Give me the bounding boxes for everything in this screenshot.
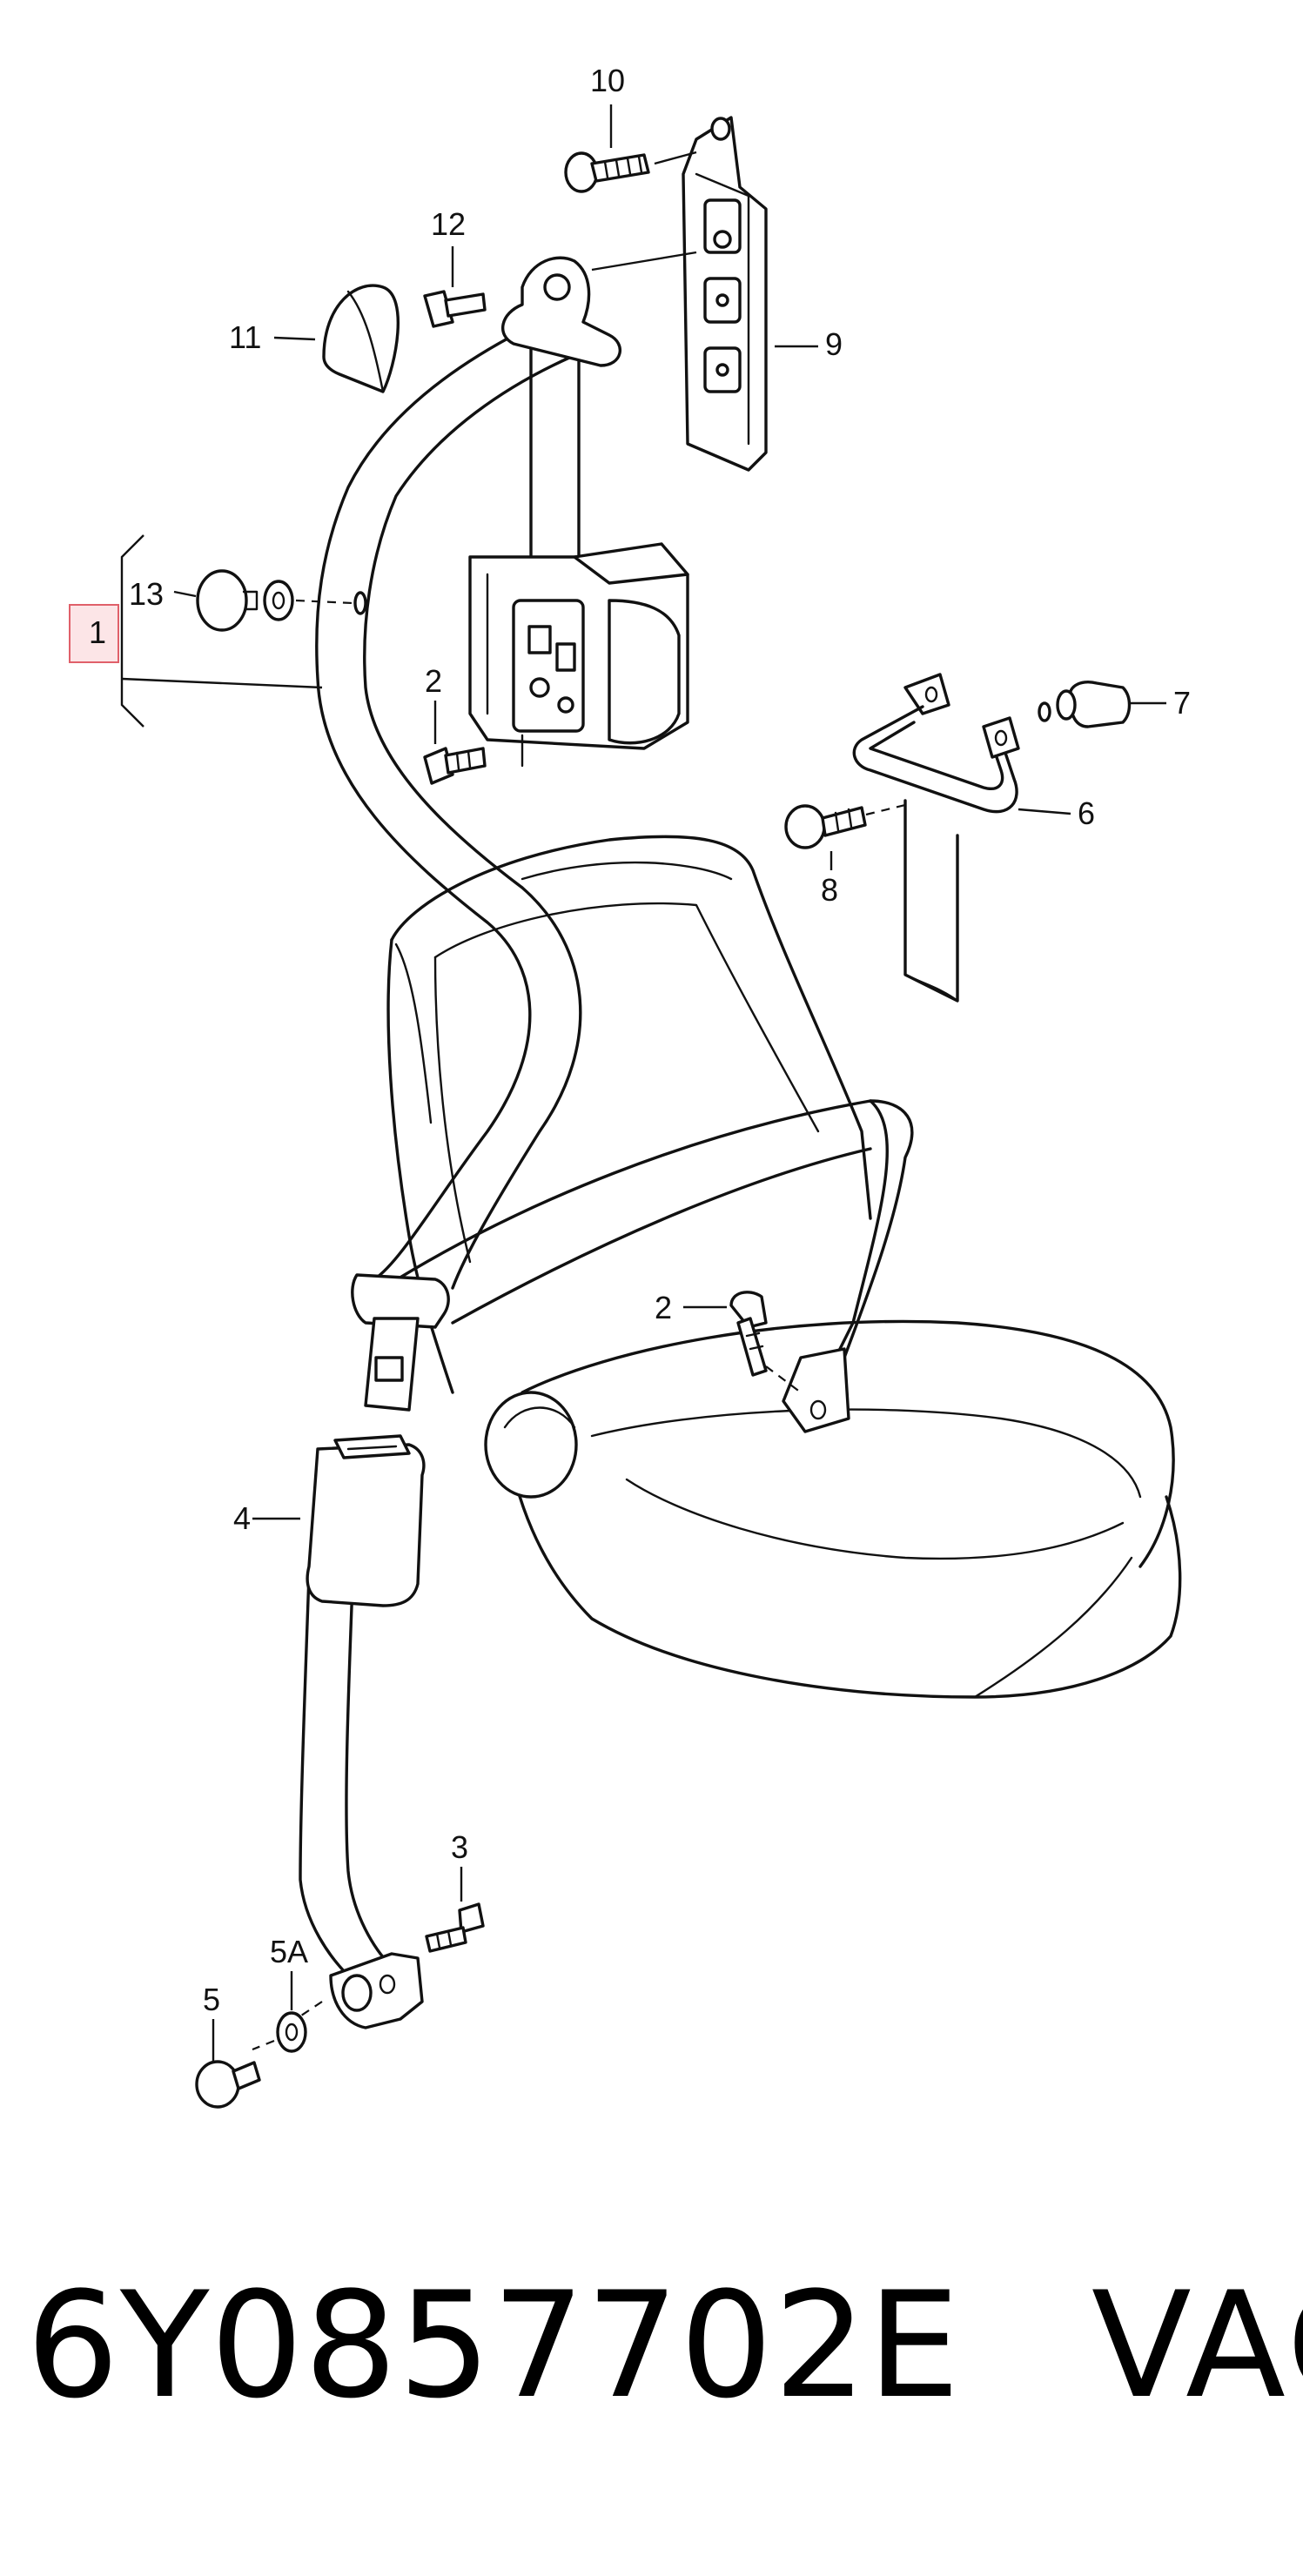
part-7-expanding-nut (1038, 681, 1166, 728)
callout-2-upper: 2 (425, 663, 442, 699)
part-number-footer: 6Y0857702E VAG (26, 2260, 1303, 2431)
callout-10: 10 (590, 63, 625, 98)
callout-labels: 1 2 2 3 4 5 5A 6 7 8 9 10 11 12 13 (89, 63, 1191, 2017)
item-1-highlight-marker[interactable] (69, 604, 119, 663)
callout-13: 13 (129, 576, 164, 612)
seat-belt-webbing (299, 325, 914, 1977)
callout-5: 5 (203, 1982, 220, 2017)
part-5a-washer (252, 1971, 307, 2053)
callout-1: 1 (89, 614, 106, 650)
callout-8: 8 (821, 872, 838, 908)
callout-5a: 5A (270, 1934, 308, 1969)
callout-7: 7 (1173, 685, 1191, 721)
brand-label: VAG (1091, 2260, 1303, 2431)
part-4-buckle (252, 1434, 426, 1607)
callout-11: 11 (229, 319, 261, 355)
part-8-screw (784, 803, 906, 870)
part-9-height-adjuster (682, 116, 818, 472)
belt-latch-plate (351, 1273, 450, 1412)
part-number: 6Y0857702E (26, 2260, 961, 2431)
part-5-bolt (195, 2019, 261, 2109)
part-10-screw (564, 104, 697, 193)
callout-2-lower: 2 (655, 1290, 672, 1325)
part-3-bolt (425, 1867, 485, 1953)
part-2-bolt-upper (423, 701, 487, 785)
seat-belt-exploded-diagram: 1 2 2 3 4 5 5A 6 7 8 9 10 11 12 13 (89, 63, 1191, 2109)
belt-retractor (468, 542, 689, 768)
seat-drawing (386, 835, 1182, 1699)
part-6-guide-bracket (852, 673, 1071, 1003)
part-11-cover-cap (273, 284, 400, 393)
part-2-bolt-lower (683, 1291, 850, 1433)
callout-3: 3 (451, 1829, 468, 1865)
callout-12: 12 (431, 206, 466, 242)
callout-4: 4 (233, 1500, 251, 1536)
part-13-stop-button (173, 569, 367, 632)
item-1-bracket (120, 534, 323, 728)
callout-9: 9 (825, 326, 843, 362)
callout-6: 6 (1078, 795, 1095, 831)
part-12-bolt-and-deflector (423, 246, 697, 367)
lower-anchor-plate (295, 1952, 424, 2029)
